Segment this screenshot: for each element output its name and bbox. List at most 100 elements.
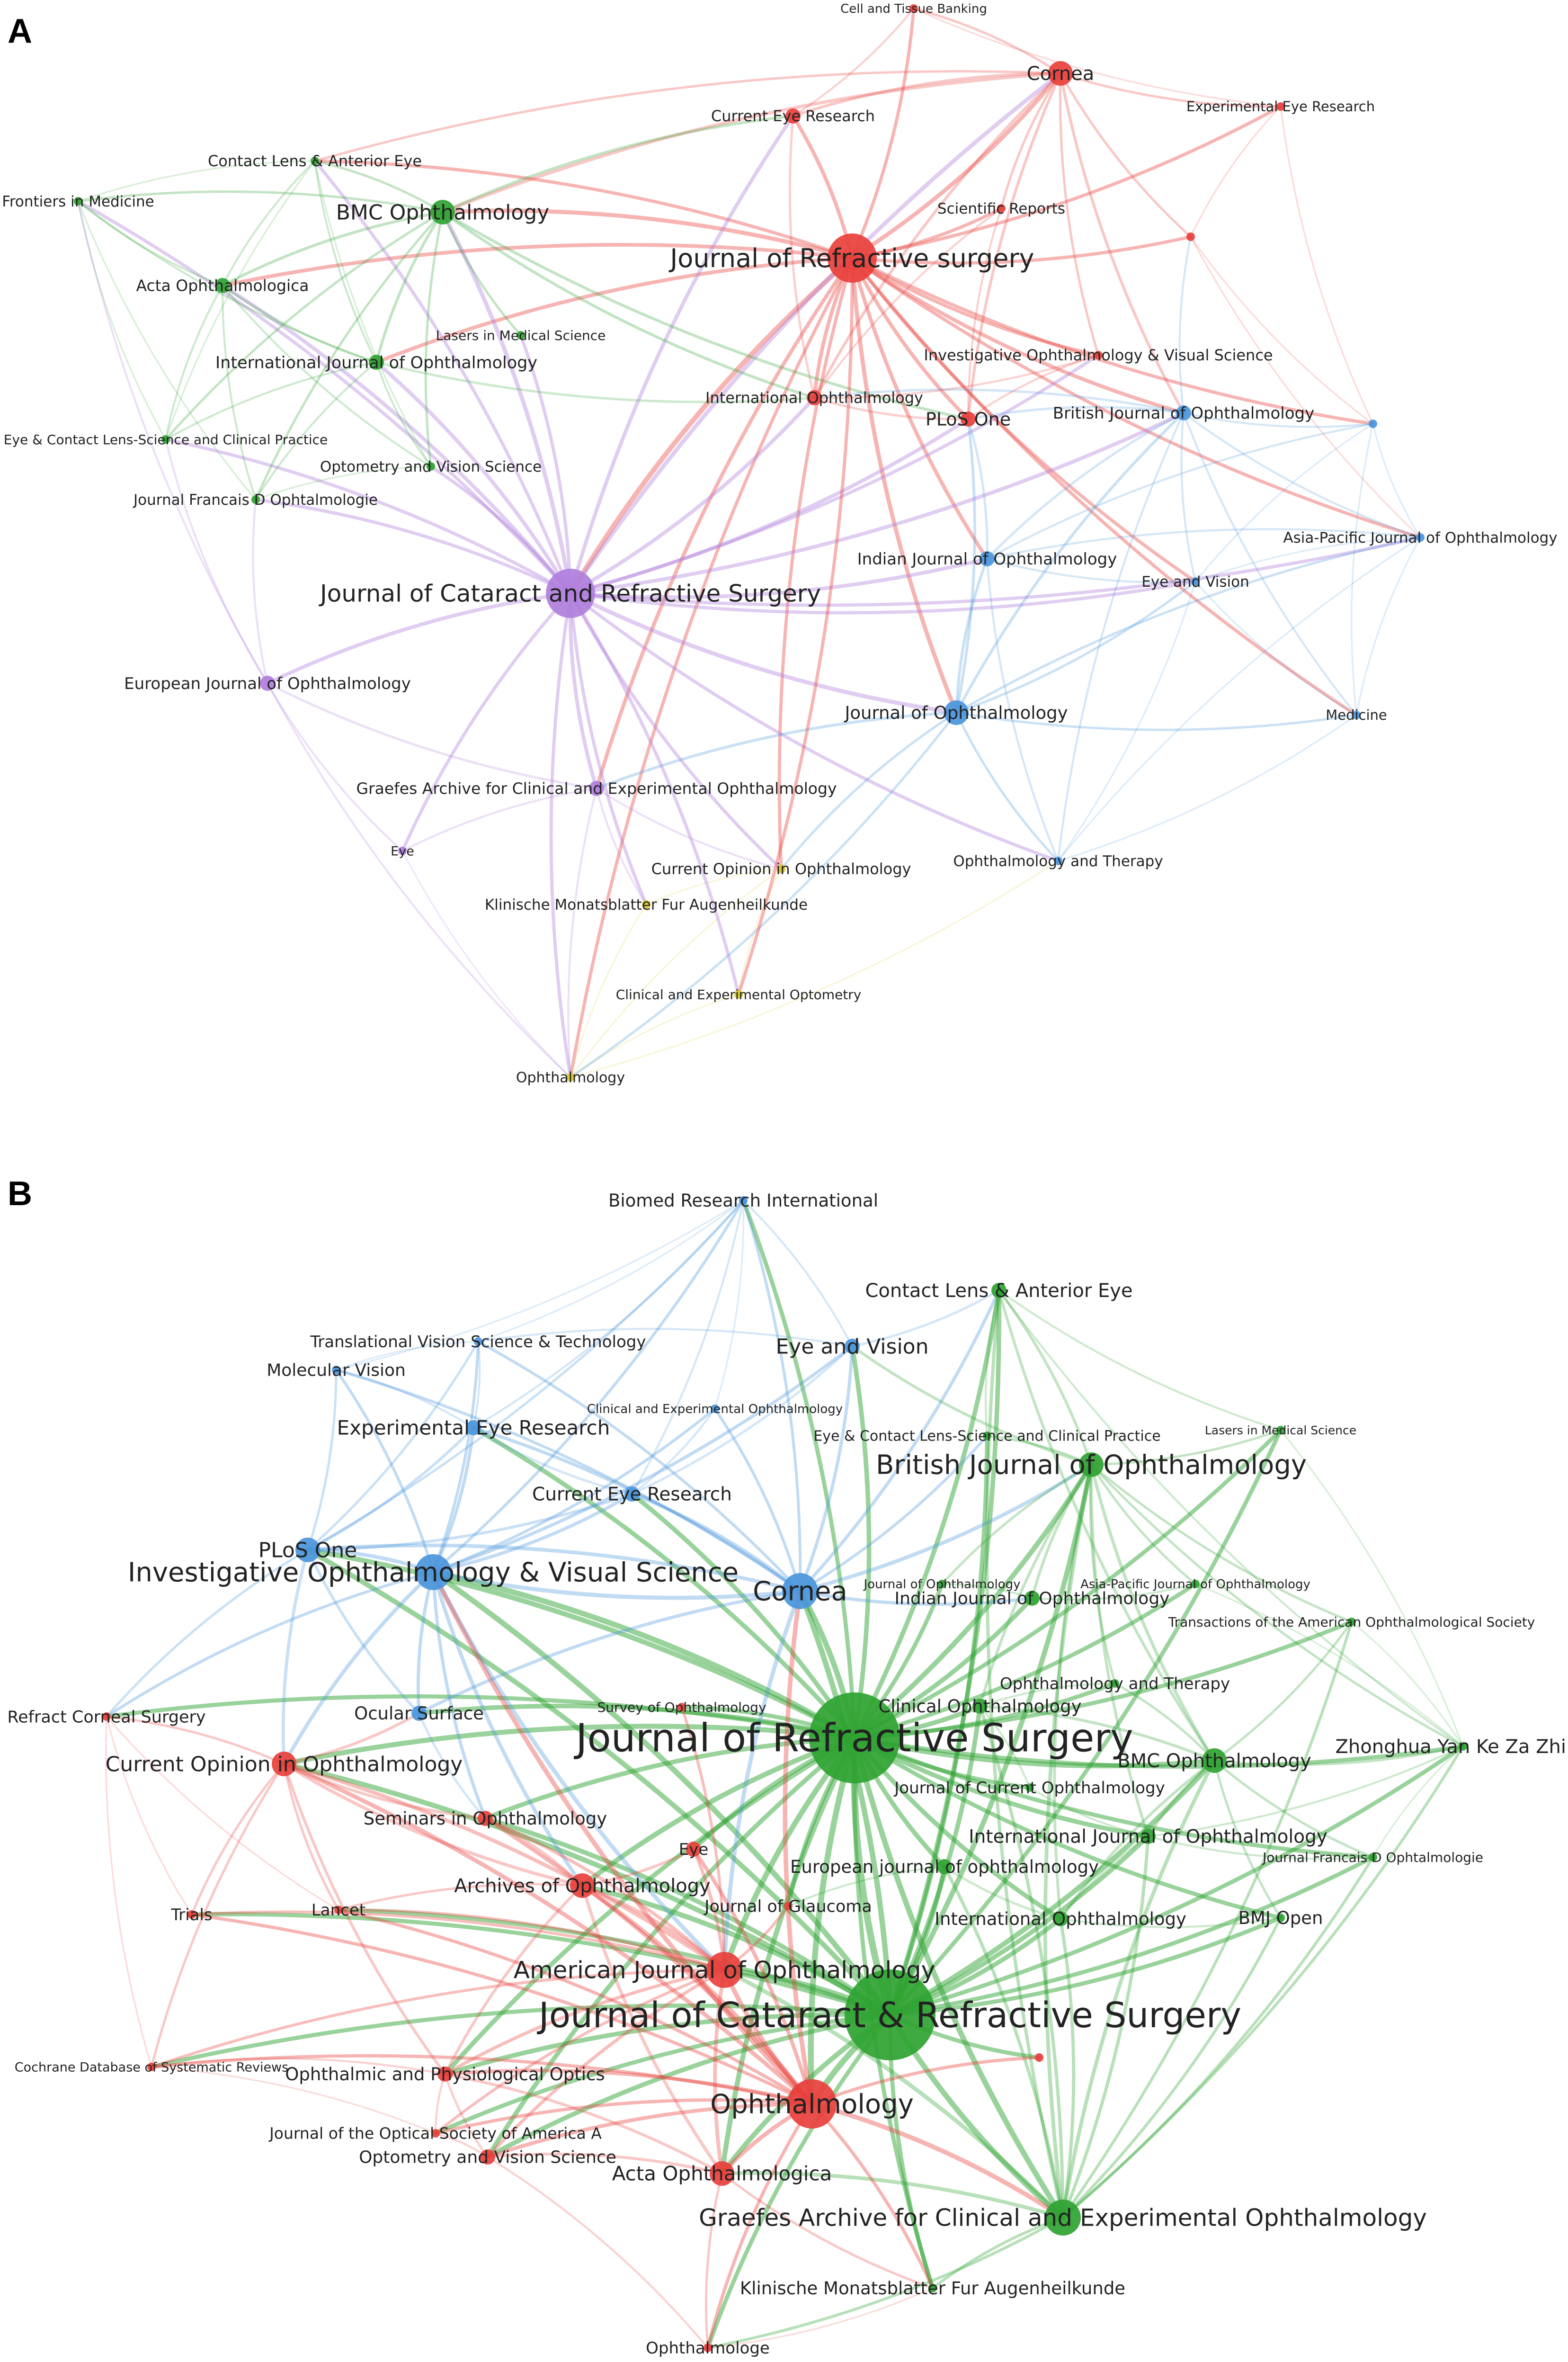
network-edge xyxy=(595,787,783,870)
network-edge xyxy=(721,2172,934,2290)
network-edge xyxy=(998,1289,1282,1432)
network-node xyxy=(546,569,595,618)
network-edge xyxy=(722,1589,802,1972)
network-edge xyxy=(967,406,1185,421)
network-edge xyxy=(266,682,572,1079)
network-edge xyxy=(283,1763,487,1820)
network-edge xyxy=(569,396,816,595)
network-edge xyxy=(431,1426,475,1574)
network-edge xyxy=(1147,1835,1374,1860)
network-edge xyxy=(221,160,316,287)
node-label: Clinical Ophthalmology xyxy=(878,1696,1081,1717)
network-node xyxy=(334,1906,343,1914)
network-edge xyxy=(570,860,1059,1078)
network-edge xyxy=(979,1705,1216,1762)
node-label: American Journal of Ophthalmology xyxy=(514,1957,935,1984)
network-edge xyxy=(850,256,970,421)
node-label: Indian Journal of Ophthalmology xyxy=(895,1589,1170,1609)
network-node xyxy=(1191,577,1200,586)
network-node xyxy=(1048,61,1073,86)
node-label: Investigative Ophthalmology & Visual Sci… xyxy=(128,1557,739,1588)
network-edge xyxy=(430,1569,893,2018)
node-label: Ophthalmic and Physiological Optics xyxy=(285,2064,605,2085)
network-edge xyxy=(105,1715,285,1765)
network-edge xyxy=(164,438,269,685)
network-edge xyxy=(569,411,1185,595)
network-node xyxy=(1369,1853,1377,1861)
network-edge xyxy=(335,1199,744,1371)
network-edge xyxy=(266,682,404,852)
network-edge xyxy=(1061,1834,1150,2219)
network-edge xyxy=(568,255,855,596)
network-edge xyxy=(401,787,598,852)
network-edge xyxy=(850,105,1283,260)
network-edge xyxy=(722,1968,1065,2220)
node-label: Cell and Tissue Banking xyxy=(840,2,987,16)
node-label: Experimental Eye Research xyxy=(1186,98,1375,115)
node-label: Asia-Pacific Journal of Ophthalmology xyxy=(1283,529,1557,546)
network-edge xyxy=(986,422,1374,560)
network-edge xyxy=(1114,1682,1216,1762)
network-edge xyxy=(1147,1759,1216,1838)
network-node xyxy=(398,847,407,855)
network-edge xyxy=(580,1883,814,2106)
network-node xyxy=(431,2129,440,2138)
network-edge xyxy=(955,418,976,714)
node-label: Frontiers in Medicine xyxy=(2,193,154,210)
node-label: Lancet xyxy=(312,1901,365,1920)
network-edge xyxy=(375,361,432,468)
network-edge xyxy=(1000,72,1062,210)
network-edge xyxy=(417,1589,802,1715)
network-node xyxy=(478,1811,493,1826)
network-node xyxy=(1352,711,1361,719)
network-edge xyxy=(416,1570,435,1715)
node-label: Seminars in Ophthalmology xyxy=(364,1808,607,1829)
network-edge xyxy=(77,200,224,287)
node-label: Eye & Contact Lens-Science and Clinical … xyxy=(813,1428,1160,1445)
network-edge xyxy=(1194,581,1357,716)
network-edge xyxy=(967,354,1100,421)
node-label: Investigative Ophthalmology & Visual Sci… xyxy=(924,346,1273,364)
network-edge xyxy=(1090,1463,1353,1623)
network-edge xyxy=(714,1199,745,1410)
network-edge xyxy=(742,1199,854,1348)
network-edge xyxy=(433,2013,892,2136)
network-edge xyxy=(1057,714,1357,862)
network-node xyxy=(1202,1748,1227,1773)
node-label: Molecular Vision xyxy=(267,1361,406,1380)
network-edge xyxy=(852,1735,1066,2220)
network-edge xyxy=(850,71,1063,260)
network-edge xyxy=(149,2004,892,2069)
network-edge xyxy=(549,591,572,1079)
node-label: Journal of Cataract & Refractive Surgery xyxy=(537,1995,1241,2036)
network-edge xyxy=(1059,1835,1149,1920)
network-edge xyxy=(720,2171,1065,2219)
network-edge xyxy=(852,1619,1354,1740)
node-label: Journal Francais D Ophtalmologie xyxy=(1262,1850,1483,1865)
network-edge xyxy=(485,1736,857,2159)
network-edge xyxy=(967,72,1062,421)
network-edge xyxy=(485,2013,892,2159)
network-node xyxy=(480,2149,495,2165)
network-node xyxy=(642,900,650,909)
node-label: Ophthalmology and Therapy xyxy=(953,853,1163,870)
network-edge xyxy=(443,2012,892,2076)
network-edge xyxy=(799,1434,989,1593)
network-edge xyxy=(337,1908,726,1971)
node-label: Current Opinion in Ophthalmology xyxy=(651,860,911,878)
network-edge xyxy=(808,1735,858,2107)
node-label: Survey of Ophthalmology xyxy=(597,1700,766,1715)
network-edge xyxy=(631,1345,854,1495)
node-label: Ophthalmologe xyxy=(646,2339,770,2358)
network-node xyxy=(1140,1829,1156,1844)
network-edge xyxy=(780,711,958,870)
network-edge xyxy=(106,1716,193,1915)
network-node xyxy=(415,1554,451,1590)
node-label: Current Opinion in Ophthalmology xyxy=(106,1752,463,1776)
network-edge xyxy=(888,1433,989,2017)
network-edge xyxy=(984,1289,1000,1437)
network-edge xyxy=(281,1724,857,1767)
network-node xyxy=(427,462,435,471)
network-edge xyxy=(255,465,432,501)
